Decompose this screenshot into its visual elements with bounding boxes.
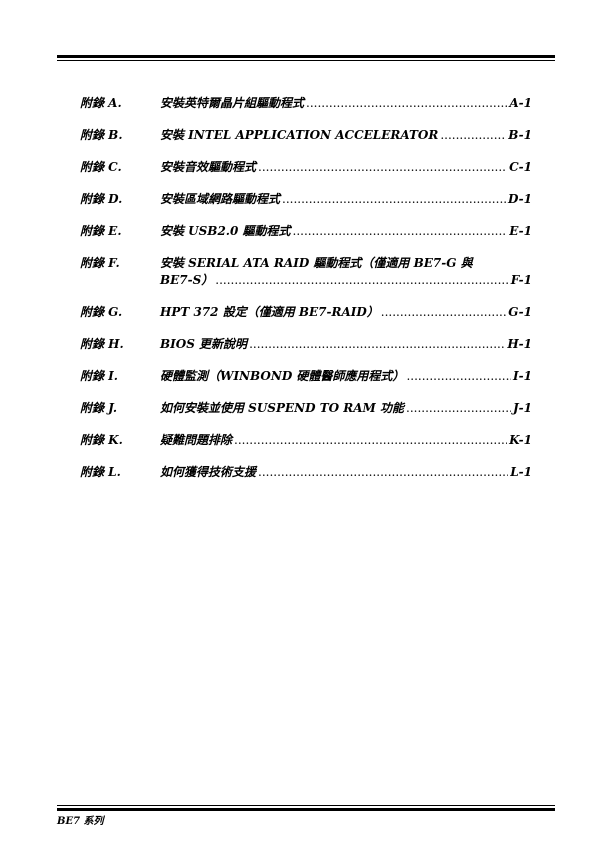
toc-entry-c[interactable]: 附錄 C. 安裝音效驅動程式 C-1	[80, 159, 532, 176]
toc-label: 附錄 G.	[80, 305, 123, 319]
header-rule-thin	[57, 60, 555, 61]
toc-entry-d[interactable]: 附錄 D. 安裝區域網路驅動程式 D-1	[80, 191, 532, 208]
dot-leader	[234, 432, 507, 449]
dot-leader	[440, 127, 506, 144]
toc-label: 附錄 B.	[80, 128, 123, 142]
dot-leader	[258, 464, 508, 481]
toc-label: 附錄 J.	[80, 401, 118, 415]
toc-title: 疑難問題排除	[160, 433, 233, 447]
toc-entry-e[interactable]: 附錄 E. 安裝 USB2.0 驅動程式 E-1	[80, 223, 532, 240]
toc-entry-f[interactable]: 附錄 F. 安裝 SERIAL ATA RAID 驅動程式（僅適用 BE7-G …	[80, 255, 532, 289]
toc-title: 安裝英特爾晶片組驅動程式	[160, 96, 305, 110]
toc-entry-k[interactable]: 附錄 K. 疑難問題排除 K-1	[80, 432, 532, 449]
toc-entry-l[interactable]: 附錄 L. 如何獲得技術支援 L-1	[80, 464, 532, 481]
footer-rule-thick	[57, 808, 555, 811]
toc-page: A-1	[509, 96, 532, 110]
toc-label: 附錄 A.	[80, 96, 122, 110]
header-rule-thick	[57, 55, 555, 58]
toc-entry-h[interactable]: 附錄 H. BIOS 更新說明 H-1	[80, 336, 532, 353]
dot-leader	[282, 191, 506, 208]
table-of-contents: 附錄 A. 安裝英特爾晶片組驅動程式 A-1 附錄 B. 安裝 INTEL AP…	[80, 95, 532, 496]
toc-page: H-1	[507, 337, 532, 351]
toc-page: G-1	[508, 305, 532, 319]
toc-page: F-1	[510, 273, 532, 287]
toc-title: 安裝 USB2.0 驅動程式	[160, 224, 291, 238]
toc-page: D-1	[508, 192, 532, 206]
toc-entry-b[interactable]: 附錄 B. 安裝 INTEL APPLICATION ACCELERATOR B…	[80, 127, 532, 144]
toc-title: 安裝 INTEL APPLICATION ACCELERATOR	[160, 128, 439, 142]
toc-entry-g[interactable]: 附錄 G. HPT 372 設定（僅適用 BE7-RAID） G-1	[80, 304, 532, 321]
toc-page: B-1	[508, 128, 532, 142]
toc-label: 附錄 H.	[80, 337, 124, 351]
toc-title: BIOS 更新說明	[160, 337, 248, 351]
toc-label: 附錄 L.	[80, 465, 121, 479]
dot-leader	[215, 272, 508, 289]
footer-rule-thin	[57, 805, 555, 806]
toc-title: 如何獲得技術支援	[160, 465, 257, 479]
toc-title-line1: 安裝 SERIAL ATA RAID 驅動程式（僅適用 BE7-G 與	[160, 256, 473, 270]
toc-title: 如何安裝並使用 SUSPEND TO RAM 功能	[160, 401, 405, 415]
toc-title: 硬體監測（WINBOND 硬體醫師應用程式）	[160, 369, 405, 383]
toc-label: 附錄 F.	[80, 256, 120, 270]
toc-entry-j[interactable]: 附錄 J. 如何安裝並使用 SUSPEND TO RAM 功能 J-1	[80, 400, 532, 417]
toc-page: J-1	[512, 401, 532, 415]
toc-label: 附錄 D.	[80, 192, 123, 206]
toc-page: E-1	[509, 224, 532, 238]
toc-page: C-1	[509, 160, 532, 174]
toc-entry-i[interactable]: 附錄 I. 硬體監測（WINBOND 硬體醫師應用程式） I-1	[80, 368, 532, 385]
toc-page: K-1	[509, 433, 532, 447]
toc-title: BE7-S）	[160, 273, 214, 287]
toc-entry-a[interactable]: 附錄 A. 安裝英特爾晶片組驅動程式 A-1	[80, 95, 532, 112]
dot-leader	[293, 223, 508, 240]
toc-label: 附錄 E.	[80, 224, 122, 238]
dot-leader	[406, 368, 511, 385]
dot-leader	[381, 304, 506, 321]
toc-label: 附錄 I.	[80, 369, 118, 383]
toc-page: I-1	[513, 369, 532, 383]
toc-page: L-1	[510, 465, 532, 479]
toc-title: 安裝區域網路驅動程式	[160, 192, 281, 206]
dot-leader	[406, 400, 511, 417]
toc-title: 安裝音效驅動程式	[160, 160, 257, 174]
toc-label: 附錄 K.	[80, 433, 123, 447]
dot-leader	[249, 336, 505, 353]
dot-leader	[258, 159, 507, 176]
toc-label: 附錄 C.	[80, 160, 122, 174]
toc-title: HPT 372 設定（僅適用 BE7-RAID）	[160, 305, 379, 319]
footer-text: BE7 系列	[57, 816, 104, 827]
dot-leader	[306, 95, 507, 112]
